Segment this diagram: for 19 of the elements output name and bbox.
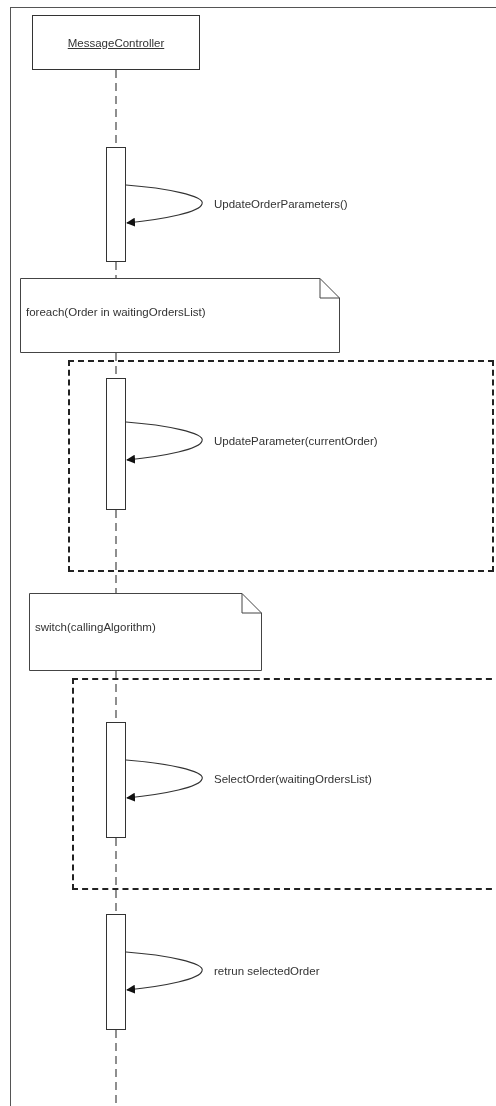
object-box [32, 15, 200, 70]
lifeline [115, 1029, 117, 1106]
self-message-arrow [125, 421, 203, 464]
activation-bar [106, 378, 126, 510]
edge-label: retrun selectedOrder [214, 965, 320, 977]
edge-label: SelectOrder(waitingOrdersList) [214, 773, 372, 785]
activation-bar [106, 147, 126, 262]
self-message-arrow [125, 759, 203, 802]
note-text: foreach(Order in waitingOrdersList) [26, 306, 206, 318]
self-message-arrow [125, 951, 203, 994]
lifeline [115, 509, 117, 594]
activation-bar [106, 722, 126, 838]
lifeline [115, 261, 117, 279]
self-message-arrow [125, 184, 203, 227]
object-name: MessageController [67, 36, 165, 49]
note-text: switch(callingAlgorithm) [35, 621, 156, 633]
activation-bar [106, 914, 126, 1030]
edge-label: UpdateParameter(currentOrder) [214, 435, 378, 447]
edge-label: UpdateOrderParameters() [214, 198, 348, 210]
